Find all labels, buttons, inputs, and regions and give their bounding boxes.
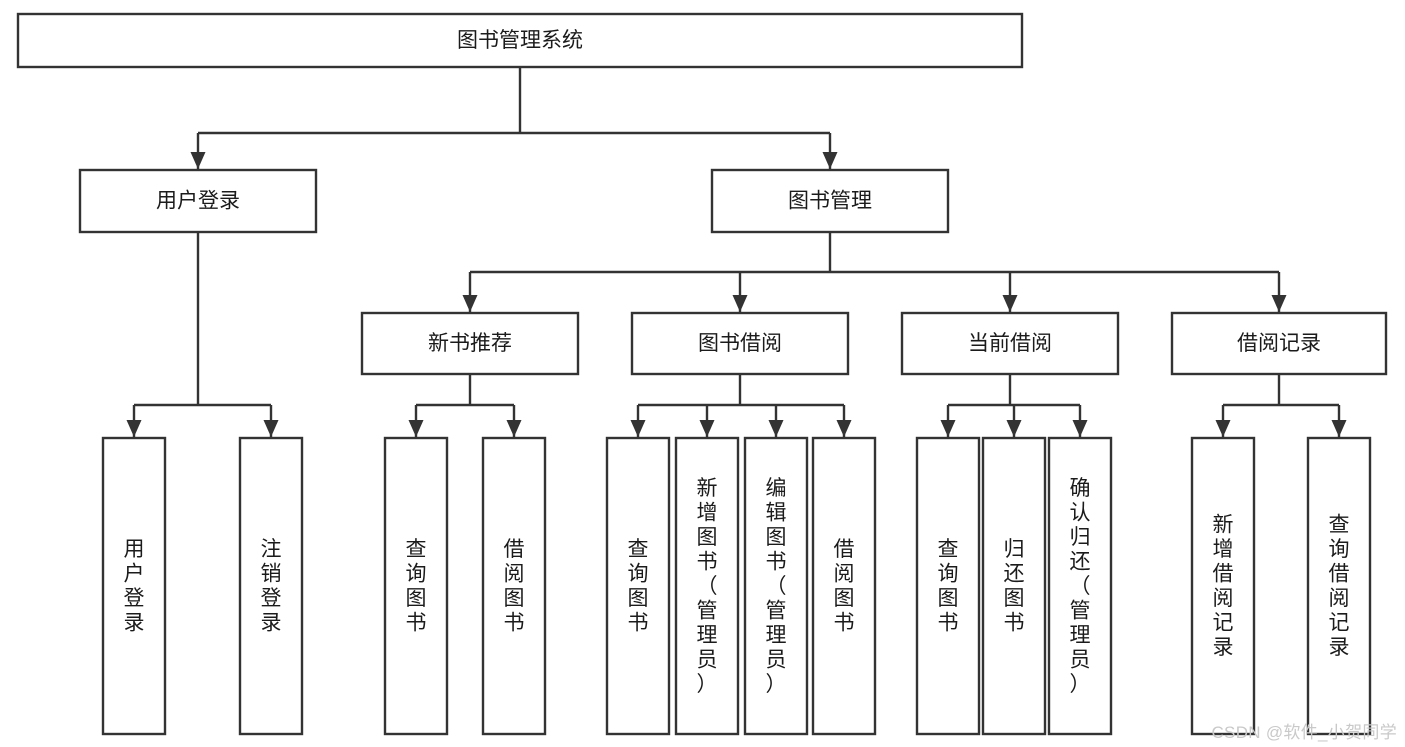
node-box-book-borrow[interactable]	[630, 311, 850, 376]
node-label-leaf-add-book: 新增图书（管理员）	[697, 477, 718, 696]
node-label-leaf-confirm-return: 确认归还（管理员）	[1070, 477, 1091, 696]
node-leaf-query-book-rec[interactable]: 查询图书	[383, 436, 449, 736]
node-leaf-confirm-return[interactable]: 确认归还（管理员）	[1047, 436, 1113, 736]
node-root[interactable]: 图书管理系统	[16, 12, 1024, 69]
node-box-leaf-query-book-rec[interactable]	[383, 436, 449, 736]
node-box-leaf-return-book[interactable]	[981, 436, 1047, 736]
arrow-head-leaf-return-book	[1006, 420, 1022, 437]
node-box-leaf-edit-book[interactable]	[743, 436, 809, 736]
arrow-head-current-borrow	[1002, 295, 1018, 312]
node-leaf-query-book-borrow[interactable]: 查询图书	[605, 436, 671, 736]
node-label-borrow-records: 借阅记录	[1237, 332, 1321, 355]
node-box-book-manage[interactable]	[710, 168, 950, 234]
arrow-head-leaf-query-record	[1331, 420, 1347, 437]
csdn-watermark: CSDN @软件_小贺同学	[1211, 723, 1397, 742]
node-leaf-borrow-book[interactable]: 借阅图书	[811, 436, 877, 736]
node-new-book-recommend[interactable]: 新书推荐	[360, 311, 580, 376]
node-leaf-user-login[interactable]: 用户登录	[101, 436, 167, 736]
arrow-head-leaf-add-book	[699, 420, 715, 437]
node-box-borrow-records[interactable]	[1170, 311, 1388, 376]
node-label-leaf-return-book: 归还图书	[1004, 538, 1025, 635]
node-label-book-borrow: 图书借阅	[698, 332, 782, 355]
node-leaf-logout[interactable]: 注销登录	[238, 436, 304, 736]
node-label-current-borrow: 当前借阅	[968, 332, 1052, 355]
arrow-head-new-book-recommend	[462, 295, 478, 312]
node-box-new-book-recommend[interactable]	[360, 311, 580, 376]
arrow-head-leaf-edit-book	[768, 420, 784, 437]
node-leaf-query-book-current[interactable]: 查询图书	[915, 436, 981, 736]
node-label-leaf-query-book-rec: 查询图书	[406, 538, 427, 635]
node-box-leaf-user-login[interactable]	[101, 436, 167, 736]
node-box-leaf-query-record[interactable]	[1306, 436, 1372, 736]
nodes-layer: 图书管理系统用户登录图书管理新书推荐图书借阅当前借阅借阅记录用户登录注销登录查询…	[16, 12, 1388, 736]
arrow-head-leaf-user-login	[126, 420, 142, 437]
node-box-root[interactable]	[16, 12, 1024, 69]
node-box-current-borrow[interactable]	[900, 311, 1120, 376]
arrow-head-leaf-query-book-rec	[408, 420, 424, 437]
node-label-user-login: 用户登录	[156, 190, 240, 213]
arrow-head-leaf-borrow-book-rec	[506, 420, 522, 437]
arrow-head-borrow-records	[1271, 295, 1287, 312]
node-box-leaf-borrow-book[interactable]	[811, 436, 877, 736]
connectors-layer	[126, 67, 1347, 437]
arrow-head-book-borrow	[732, 295, 748, 312]
node-leaf-query-record[interactable]: 查询借阅记录	[1306, 436, 1372, 736]
node-label-leaf-edit-book: 编辑图书（管理员）	[766, 477, 787, 696]
node-box-leaf-confirm-return[interactable]	[1047, 436, 1113, 736]
node-leaf-add-record[interactable]: 新增借阅记录	[1190, 436, 1256, 736]
node-box-leaf-query-book-current[interactable]	[915, 436, 981, 736]
node-label-leaf-query-record: 查询借阅记录	[1329, 514, 1350, 660]
node-borrow-records[interactable]: 借阅记录	[1170, 311, 1388, 376]
arrow-head-leaf-query-book-borrow	[630, 420, 646, 437]
node-box-user-login[interactable]	[78, 168, 318, 234]
node-leaf-edit-book[interactable]: 编辑图书（管理员）	[743, 436, 809, 736]
node-label-leaf-add-record: 新增借阅记录	[1213, 514, 1234, 660]
node-box-leaf-query-book-borrow[interactable]	[605, 436, 671, 736]
node-label-root: 图书管理系统	[457, 29, 583, 52]
node-current-borrow[interactable]: 当前借阅	[900, 311, 1120, 376]
node-box-leaf-borrow-book-rec[interactable]	[481, 436, 547, 736]
node-box-leaf-logout[interactable]	[238, 436, 304, 736]
node-book-borrow[interactable]: 图书借阅	[630, 311, 850, 376]
arrow-head-leaf-add-record	[1215, 420, 1231, 437]
node-label-leaf-borrow-book-rec: 借阅图书	[504, 538, 525, 635]
node-box-leaf-add-record[interactable]	[1190, 436, 1256, 736]
arrow-head-leaf-query-book-current	[940, 420, 956, 437]
node-user-login[interactable]: 用户登录	[78, 168, 318, 234]
node-label-leaf-logout: 注销登录	[261, 538, 282, 635]
node-leaf-add-book[interactable]: 新增图书（管理员）	[674, 436, 740, 736]
arrow-head-leaf-borrow-book	[836, 420, 852, 437]
node-label-new-book-recommend: 新书推荐	[428, 332, 512, 355]
node-book-manage[interactable]: 图书管理	[710, 168, 950, 234]
arrow-head-leaf-confirm-return	[1072, 420, 1088, 437]
node-label-book-manage: 图书管理	[788, 190, 872, 213]
node-label-leaf-user-login: 用户登录	[124, 538, 145, 635]
node-label-leaf-borrow-book: 借阅图书	[834, 538, 855, 635]
arrow-head-leaf-logout	[263, 420, 279, 437]
arrow-head-user-login	[190, 152, 206, 169]
node-leaf-borrow-book-rec[interactable]: 借阅图书	[481, 436, 547, 736]
node-box-leaf-add-book[interactable]	[674, 436, 740, 736]
arrow-head-book-manage	[822, 152, 838, 169]
node-label-leaf-query-book-current: 查询图书	[938, 538, 959, 635]
node-leaf-return-book[interactable]: 归还图书	[981, 436, 1047, 736]
node-label-leaf-query-book-borrow: 查询图书	[628, 538, 649, 635]
